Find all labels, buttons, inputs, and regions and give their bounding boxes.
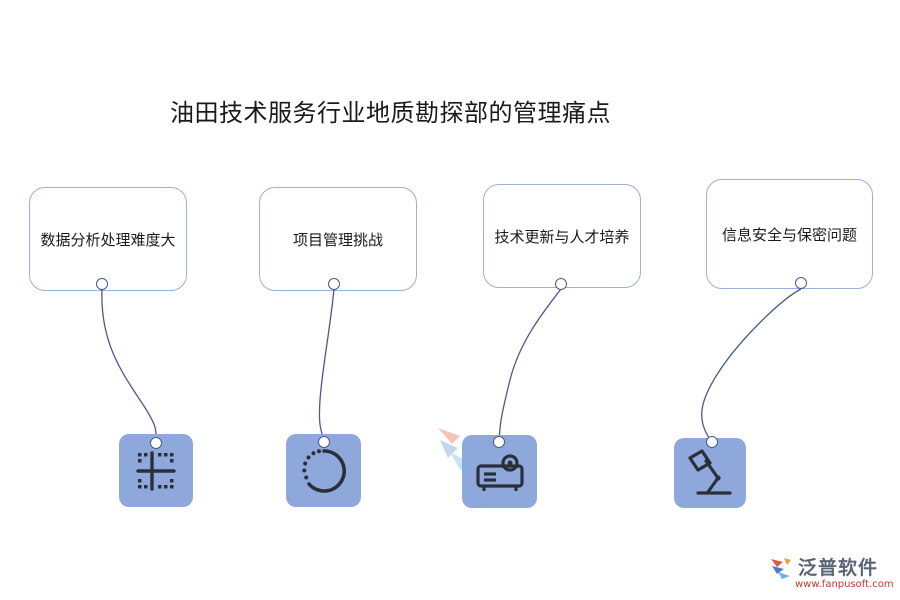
anchor-dot	[328, 278, 340, 290]
card-info-security: 信息安全与保密问题	[706, 179, 873, 289]
card-label: 项目管理挑战	[292, 230, 383, 249]
connector-line-1	[101, 288, 157, 443]
card-label: 数据分析处理难度大	[40, 230, 176, 249]
anchor-dot	[706, 436, 718, 448]
watermark-logo-icon	[438, 428, 472, 470]
card-tech-talent: 技术更新与人才培养	[483, 184, 641, 288]
anchor-dot	[150, 437, 162, 449]
diagram-title: 油田技术服务行业地质勘探部的管理痛点	[170, 99, 611, 127]
anchor-dot	[493, 436, 505, 448]
anchor-dot	[555, 278, 567, 290]
anchor-dot	[318, 436, 330, 448]
brand-name: 泛普软件	[798, 557, 879, 579]
grid-icon	[136, 450, 176, 491]
card-label: 信息安全与保密问题	[721, 225, 857, 244]
brand-mark-icon	[771, 557, 791, 579]
card-label: 技术更新与人才培养	[494, 227, 630, 246]
connector-line-4	[701, 288, 802, 443]
projector-icon	[475, 453, 524, 491]
connector-line-3	[498, 288, 562, 443]
tile-info-security	[674, 438, 746, 508]
connector-line-2	[318, 288, 335, 443]
card-data-analysis: 数据分析处理难度大	[29, 187, 187, 291]
anchor-dot	[795, 277, 807, 289]
brand-url: www.fanpusoft.com	[795, 579, 894, 590]
desk-lamp-icon	[688, 449, 732, 495]
brand-logo: 泛普软件	[768, 553, 878, 580]
card-project-management: 项目管理挑战	[259, 187, 417, 291]
dashed-circle-icon	[301, 448, 346, 493]
anchor-dot	[96, 278, 108, 290]
